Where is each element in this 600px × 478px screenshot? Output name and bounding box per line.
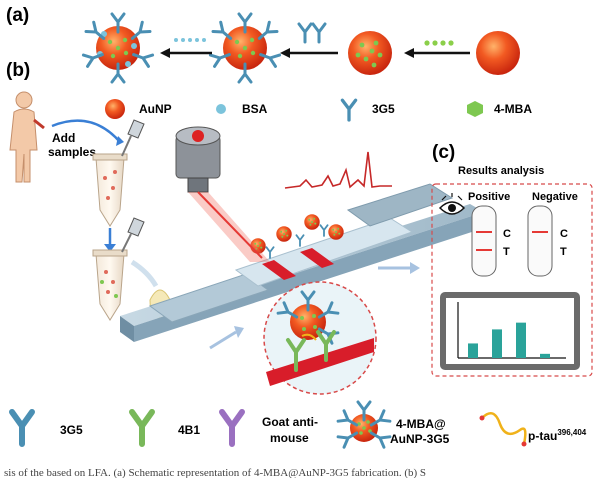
result-bar (516, 322, 526, 358)
legend-aunp-label: AuNP (139, 102, 172, 116)
legend-probe: 4-MBA@ AuNP-3G5 (336, 400, 450, 449)
positive-strip (471, 205, 497, 277)
positive-label: Positive (468, 191, 510, 203)
test-line (262, 260, 296, 280)
sample-label-line1: Add (52, 131, 75, 145)
mba-addition-arrow (404, 40, 470, 58)
legend-mba-label: 4-MBA (494, 102, 532, 116)
legend-goat-line2: mouse (270, 431, 309, 445)
result-bar (540, 353, 550, 358)
bare-aunp (476, 31, 520, 75)
aunp-with-mba (348, 31, 392, 75)
control-line (300, 248, 334, 268)
negative-c-label: C (560, 228, 568, 240)
legend-3g5-label: 3G5 (372, 102, 395, 116)
legend-aunp: AuNP (105, 99, 172, 119)
legend-bsa: BSA (216, 102, 268, 116)
panel-a-label: (a) (6, 5, 29, 26)
legend-probe-line1: 4-MBA@ (396, 417, 446, 431)
panel-c-label: (c) (432, 142, 455, 163)
sample-tube-1 (92, 153, 128, 227)
lateral-flow-strip (120, 183, 484, 342)
legend-ptau: p-tau396,404 (479, 411, 587, 447)
legend-mba: 4-MBA (467, 101, 532, 117)
legend-ptau-sup: 396,404 (557, 428, 586, 437)
bsa-blocking-arrow (160, 38, 212, 58)
result-bar (468, 343, 478, 358)
legend-ptau-text: p-tau (528, 429, 557, 443)
results-title: Results analysis (458, 165, 544, 177)
legend-goat-line1: Goat anti- (262, 415, 318, 429)
negative-label: Negative (532, 191, 578, 203)
aunp-3g5-conjugate (208, 12, 282, 84)
human-figure-icon (9, 91, 45, 183)
pipette-icon (121, 119, 145, 157)
negative-strip (527, 205, 553, 277)
bar-group (468, 322, 550, 358)
eye-icon (438, 193, 466, 215)
legend-bsa-label: BSA (242, 102, 268, 116)
sample-arrow (51, 119, 121, 143)
panel-b-label: (b) (6, 60, 30, 81)
antibody-addition-arrow (280, 22, 338, 58)
legend-probe-line2: AuNP-3G5 (390, 432, 450, 446)
result-bar (492, 329, 502, 358)
positive-c-label: C (503, 228, 511, 240)
flow-arrow-2 (209, 330, 237, 350)
legend-3g5: 3G5 (340, 98, 395, 122)
negative-t-label: T (560, 246, 567, 258)
mba-aunp-3g5-probe (81, 12, 155, 84)
legend-ab-4b1: 4B1 (129, 409, 200, 447)
sample-label-line2: samples (48, 145, 96, 159)
raman-laser-icon (175, 126, 270, 262)
legend-ptau-label: p-tau396,404 (528, 428, 587, 443)
legend-goat-anti-mouse: Goat anti- mouse (219, 409, 318, 447)
legend-ab-4b1-label: 4B1 (178, 423, 200, 437)
legend-ab-3g5-label: 3G5 (60, 423, 83, 437)
zoom-inset (263, 281, 377, 395)
sample-tube-2 (92, 249, 128, 321)
figure-caption: sis of the based on LFA. (a) Schematic r… (4, 467, 426, 478)
pipette-icon-2 (121, 217, 145, 253)
raman-spectrum-line (284, 151, 392, 189)
monitor-icon (440, 292, 580, 370)
results-box (431, 183, 593, 377)
legend-ab-3g5: 3G5 (9, 409, 83, 447)
positive-t-label: T (503, 246, 510, 258)
